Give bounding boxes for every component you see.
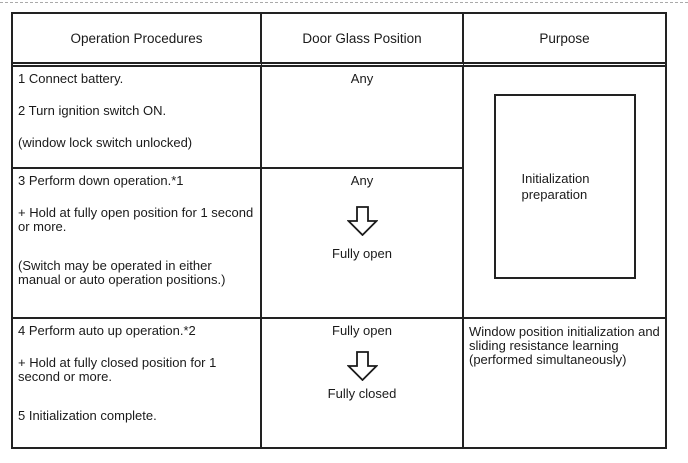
operation-step-text: 5 Initialization complete. <box>18 408 157 423</box>
header-label: Door Glass Position <box>302 30 422 46</box>
down-arrow-icon <box>346 351 378 381</box>
operation-step-text: (window lock switch unlocked) <box>18 135 193 150</box>
door-glass-cell-row1: Any <box>262 67 464 169</box>
purpose-cell-rows1-2: Initialization preparation <box>464 67 665 319</box>
header-label: Operation Procedures <box>70 30 203 46</box>
door-position-label: Fully open <box>332 323 392 338</box>
purpose-label: Window position initialization and slidi… <box>469 324 660 367</box>
door-glass-cell-row2: Any Fully open <box>262 169 464 319</box>
page-top-rule <box>0 2 688 3</box>
header-label: Purpose <box>539 30 590 46</box>
down-arrow-icon <box>346 206 378 236</box>
operation-step-text: 3 Perform down operation.*1 <box>18 173 184 188</box>
door-position-label: Any <box>350 71 374 86</box>
operation-cell-row1: 1 Connect battery. 2 Turn ignition switc… <box>13 67 262 169</box>
operation-step-text: 1 Connect battery. <box>18 71 124 86</box>
column-header-purpose: Purpose <box>464 14 665 67</box>
door-position-label: Any <box>350 173 374 188</box>
initialization-preparation-box: Initialization preparation <box>493 94 636 279</box>
operation-step-text: 4 Perform auto up operation.*2 <box>18 323 196 338</box>
purpose-cell-row3: Window position initialization and slidi… <box>464 319 665 447</box>
operation-step-text: + Hold at fully open position for 1 seco… <box>18 205 254 234</box>
operation-step-text: + Hold at fully closed position for 1 se… <box>18 355 217 384</box>
operation-step-text: (Switch may be operated in either manual… <box>18 258 226 287</box>
operation-step-text: 2 Turn ignition switch ON. <box>18 103 167 118</box>
operation-cell-row3: 4 Perform auto up operation.*2 + Hold at… <box>13 319 262 447</box>
door-position-label: Fully closed <box>327 386 397 401</box>
door-glass-cell-row3: Fully open Fully closed <box>262 319 464 447</box>
window-initialization-procedure-table: Operation Procedures Door Glass Position… <box>11 12 667 449</box>
operation-cell-row2: 3 Perform down operation.*1 + Hold at fu… <box>13 169 262 319</box>
purpose-label: Initialization preparation <box>521 170 590 202</box>
column-header-operation-procedures: Operation Procedures <box>13 14 262 67</box>
door-position-label: Fully open <box>332 246 392 261</box>
column-header-door-glass-position: Door Glass Position <box>262 14 464 67</box>
